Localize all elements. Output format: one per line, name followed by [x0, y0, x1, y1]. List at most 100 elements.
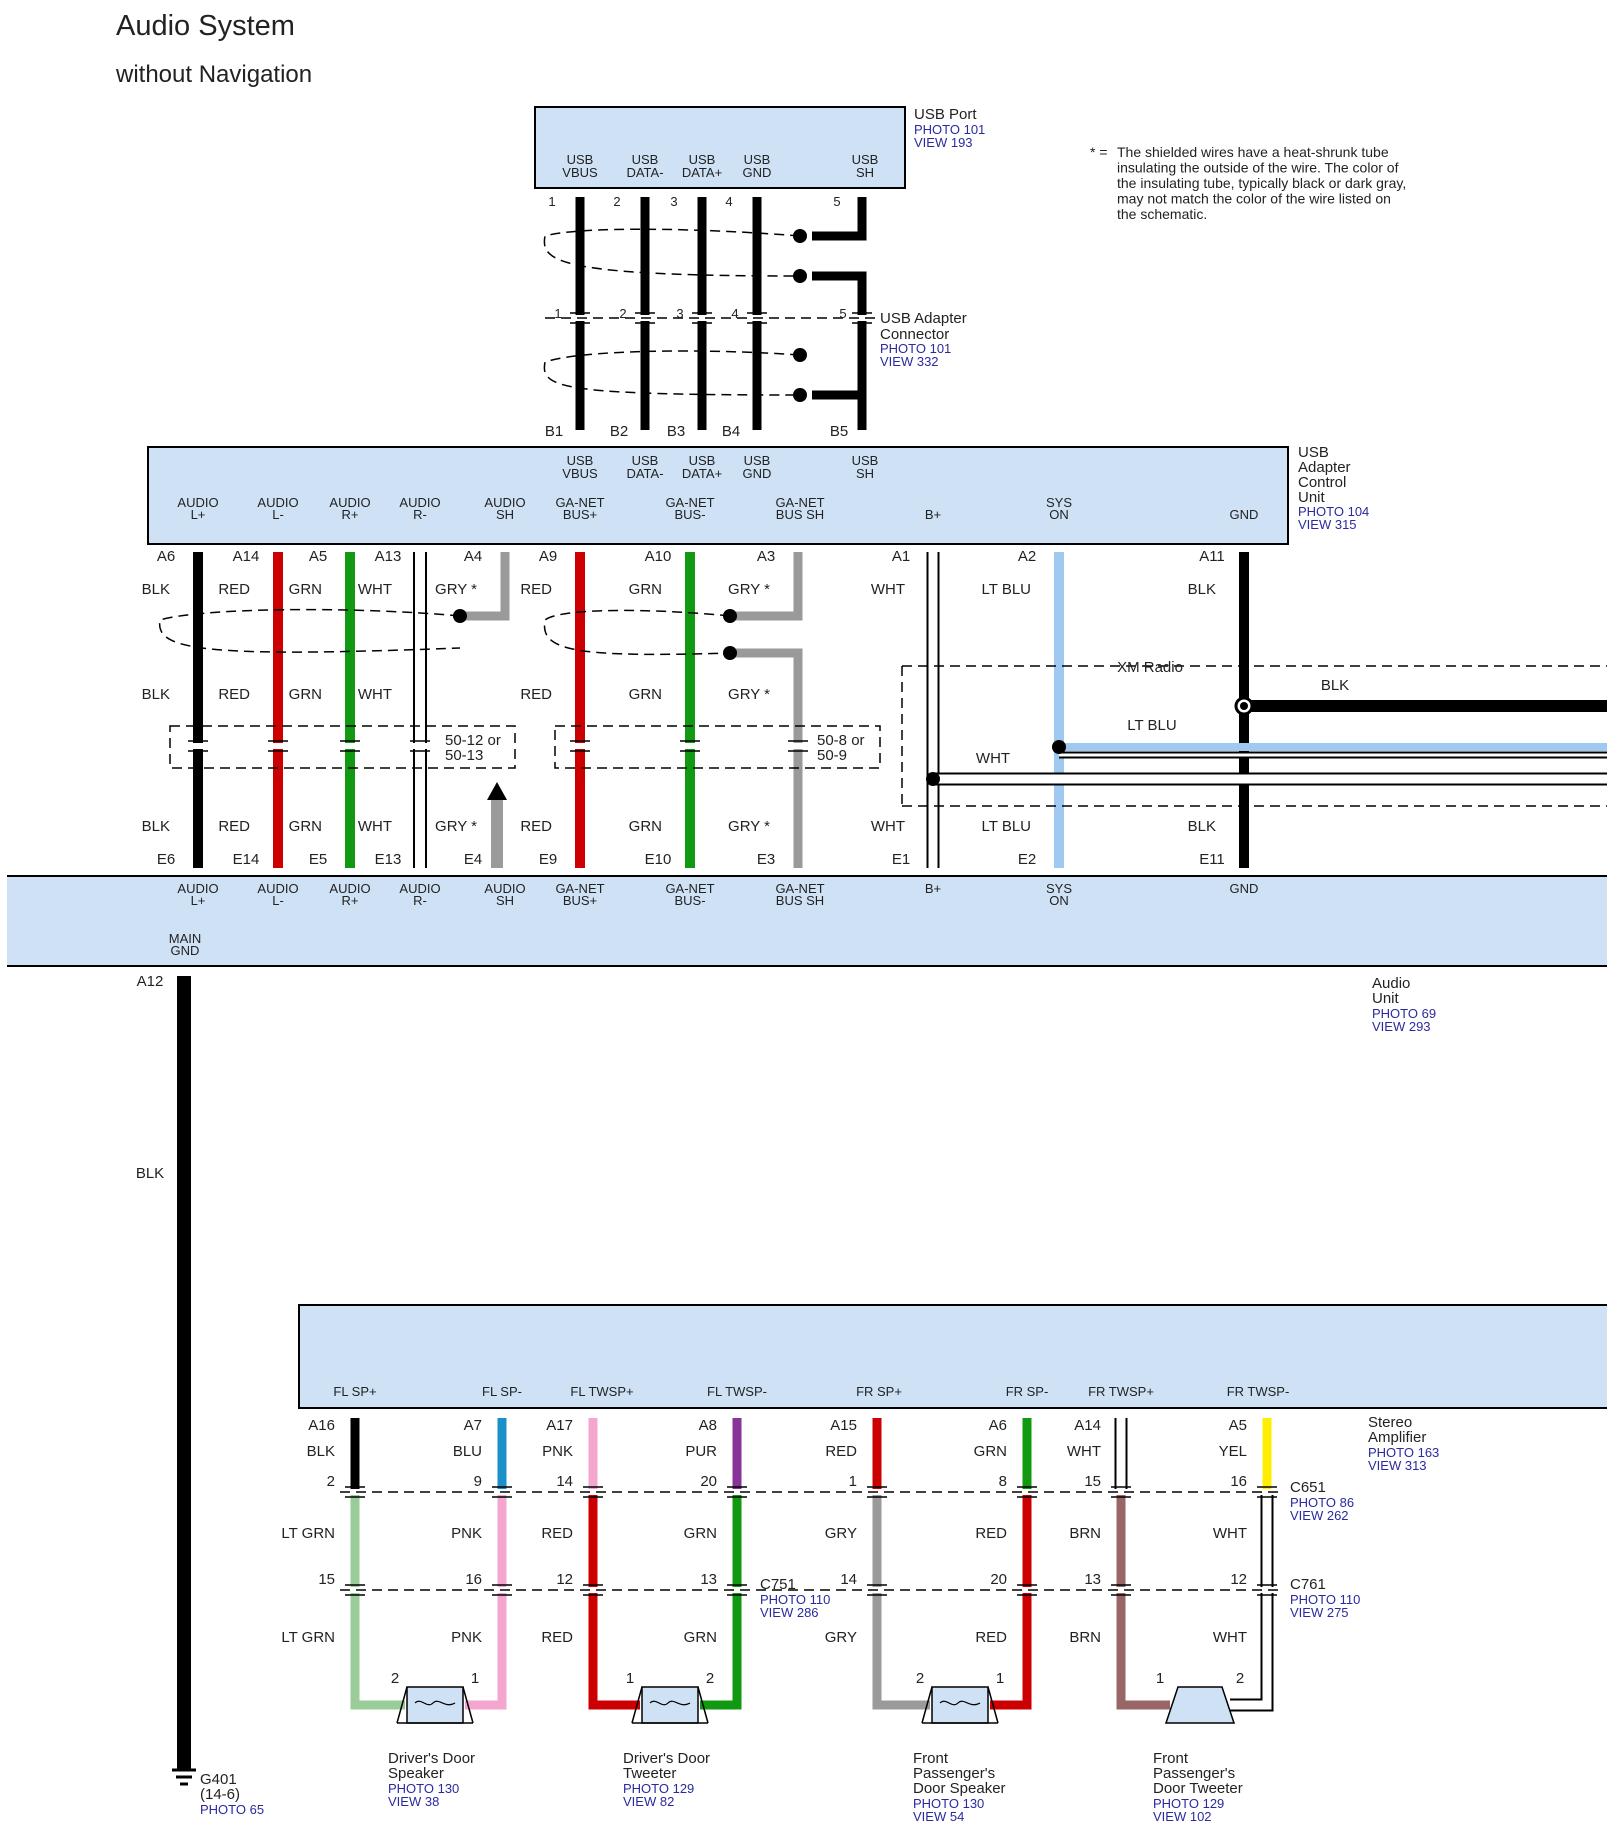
wire-color-label: RED	[520, 581, 552, 598]
shield-splice	[723, 609, 737, 623]
speaker-ref: VIEW 102	[1153, 1809, 1212, 1824]
terminal-label: A2	[1018, 548, 1036, 565]
ground-sub: (14-6)	[200, 1786, 240, 1803]
ground-wire-color: BLK	[136, 1165, 164, 1182]
c651-terminal-gap	[727, 1489, 747, 1495]
usb-adapter-control-unit-pin-label: AUDIO	[484, 495, 525, 510]
speaker-name: Front	[913, 1750, 949, 1767]
audio-unit-pin-label: BUS SH	[776, 893, 824, 908]
c651-terminal	[345, 1486, 365, 1498]
c651-name: C651	[1290, 1479, 1326, 1496]
terminal-label: A14	[233, 548, 260, 565]
usb-adapter-control-unit-pin-label: BUS+	[563, 507, 597, 522]
amp-wire-a16-low	[350, 1590, 405, 1710]
usb-port-pin-number: 4	[725, 194, 732, 209]
audio-unit-box-edge	[7, 875, 1607, 967]
usb-adapter-control-unit-pin-label: GND	[1230, 507, 1259, 522]
usb-adapter-control-unit-pin-label: GND	[743, 466, 772, 481]
wire-color-label: PNK	[542, 1443, 573, 1460]
c761-pin-number: 13	[700, 1571, 717, 1588]
wire-color-label: RED	[520, 686, 552, 703]
usb-adapter-connector-terminal	[852, 312, 872, 324]
usb-port-ref: PHOTO 101	[914, 122, 985, 137]
amp-terminal-label: A8	[699, 1417, 717, 1434]
usb-adapter-connector-terminal	[635, 312, 655, 324]
audio-unit-pin-label: R+	[342, 893, 359, 908]
speaker-coil	[414, 1700, 456, 1706]
usb-port-name: USB Port	[914, 106, 977, 123]
usb-adapter-control-unit-pin-label: BUS SH	[776, 507, 824, 522]
wire-color-label: GRN	[684, 1629, 717, 1646]
usb-port-pin-label: DATA-	[626, 165, 663, 180]
usb-port-pin-number: 3	[670, 194, 677, 209]
wire-color-label: GRY	[825, 1525, 857, 1542]
c651-terminal	[492, 1486, 512, 1498]
note-text: The shielded wires have a heat-shrunk tu…	[1117, 144, 1389, 160]
page-reference: 50-13	[445, 747, 483, 764]
speaker-ref: VIEW 38	[388, 1794, 439, 1809]
c761-terminal	[1257, 1584, 1277, 1596]
wire-color-label: BLU	[453, 1443, 482, 1460]
usb-adapter-control-unit-pin-label: AUDIO	[257, 495, 298, 510]
usb-adapter-control-unit-ref: PHOTO 104	[1298, 504, 1369, 519]
c761-terminal	[867, 1584, 887, 1596]
usb-shield-splice	[793, 269, 807, 283]
c761-terminal-gap	[1111, 1587, 1131, 1593]
note-marker: * =	[1090, 144, 1108, 160]
usb-adapter-connector-pin: 1	[554, 306, 561, 321]
c651-terminal-gap	[583, 1489, 603, 1495]
usb-adapter-control-unit-pin-label: R+	[342, 507, 359, 522]
stereo-amplifier-pin-label: FR TWSP+	[1088, 1384, 1154, 1399]
usb-adapter-control-unit-pin-label: DATA+	[682, 466, 722, 481]
usb-port-pin-label: GND	[743, 165, 772, 180]
wire-color-label: PNK	[451, 1629, 482, 1646]
usb-adapter-connector-pin: 4	[731, 306, 738, 321]
usb-adapter-control-unit-ref: VIEW 315	[1298, 517, 1357, 532]
terminal-label: E10	[645, 851, 672, 868]
wire-color-label: BLK	[142, 581, 170, 598]
wire-color-label: RED	[541, 1525, 573, 1542]
usb-adapter-control-unit-terminal: B4	[722, 423, 740, 440]
stereo-amplifier-pin-label: FL TWSP+	[570, 1384, 633, 1399]
usb-port-pin-number: 1	[548, 194, 555, 209]
speaker-icon	[641, 1686, 699, 1724]
xm-radio-wire-label: WHT	[976, 750, 1010, 767]
terminal-label: A11	[1199, 548, 1225, 565]
xm-radio-label: XM Radio	[1117, 659, 1183, 676]
audio-unit-pin-label: SYS	[1046, 881, 1072, 896]
wire-color-label: PUR	[685, 1443, 717, 1460]
inline-connector-terminal	[680, 740, 700, 752]
c761-ref: VIEW 275	[1290, 1605, 1349, 1620]
c651-pin-number: 8	[999, 1473, 1007, 1490]
usb-adapter-control-unit-pin-label: R-	[413, 507, 427, 522]
inline-connector-terminal	[570, 740, 590, 752]
speaker-name: Driver's Door	[623, 1750, 710, 1767]
wire-color-label: BRN	[1069, 1525, 1101, 1542]
stereo-amplifier-pin-label: FR SP-	[1006, 1384, 1049, 1399]
harness-wire-a3-cont	[730, 648, 803, 868]
amp-terminal-label: A16	[308, 1417, 335, 1434]
usb-port-pin-label: VBUS	[562, 165, 598, 180]
audio-unit-pin-label: L-	[272, 893, 284, 908]
c651-terminal-gap	[345, 1489, 365, 1495]
usb-adapter-control-unit-terminal: B3	[667, 423, 685, 440]
audio-unit-ref: PHOTO 69	[1372, 1006, 1436, 1021]
stereo-amplifier-name: Amplifier	[1368, 1429, 1426, 1446]
audio-unit-ground-label: MAIN	[169, 931, 202, 946]
speaker-icon	[931, 1686, 989, 1724]
c651-pin-number: 14	[556, 1473, 573, 1490]
wire-color-label: GRY *	[435, 581, 477, 598]
c651-terminal	[727, 1486, 747, 1498]
usb-adapter-control-unit-terminal: B2	[610, 423, 628, 440]
usb-port-pin-number: 2	[613, 194, 620, 209]
c761-pin-number: 12	[1230, 1571, 1247, 1588]
wire-color-label: YEL	[1219, 1443, 1247, 1460]
xm-radio-splice-center	[1240, 702, 1248, 710]
usb-port-box	[534, 106, 906, 189]
shield-splice	[453, 609, 467, 623]
c651-pin-number: 20	[700, 1473, 717, 1490]
ground-ref: PHOTO 65	[200, 1802, 264, 1817]
usb-adapter-control-unit-pin-label: L-	[272, 507, 284, 522]
terminal-label: A1	[892, 548, 910, 565]
xm-radio-outline	[901, 665, 1607, 807]
